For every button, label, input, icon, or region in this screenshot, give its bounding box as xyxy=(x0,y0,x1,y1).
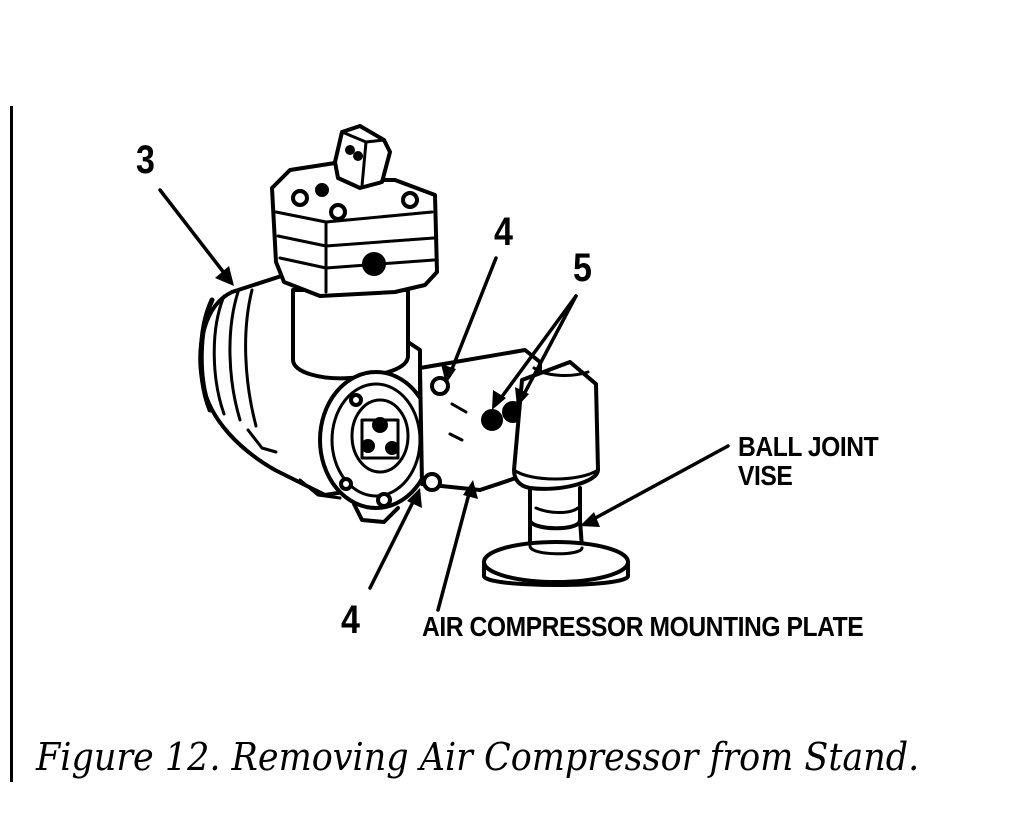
arrowhead-5a xyxy=(492,390,506,410)
ball-joint-vise-label-line2: VISE xyxy=(738,460,793,492)
arrow-heads xyxy=(215,266,600,527)
arrowhead-3 xyxy=(215,266,234,286)
leader-5a xyxy=(496,294,578,404)
leader-vise xyxy=(586,444,730,524)
arrowhead-mounting-plate xyxy=(463,480,478,499)
arrowhead-4-top xyxy=(441,364,456,384)
callout-4-top: 4 xyxy=(494,210,513,254)
cylinder-head xyxy=(270,161,439,298)
ball-joint-vise-label: BALL JOINT VISE xyxy=(738,431,879,492)
ball-joint-vise-label-line1: BALL JOINT xyxy=(738,431,879,462)
arrowhead-4-bottom xyxy=(407,488,422,508)
unloader-valve xyxy=(333,124,392,190)
change-bar xyxy=(10,106,13,782)
leader-5b xyxy=(520,294,578,400)
compressor-neck xyxy=(291,288,410,381)
arrowhead-vise xyxy=(580,512,600,527)
arrowhead-5b xyxy=(515,387,529,407)
leader-4-top xyxy=(448,256,498,376)
compressor-flange xyxy=(318,370,434,524)
leader-mounting-plate xyxy=(436,488,472,612)
leader-4-bottom xyxy=(368,496,417,590)
callout-3: 3 xyxy=(136,138,155,182)
leader-lines xyxy=(158,188,730,612)
callout-4-bottom: 4 xyxy=(341,598,360,642)
figure-caption: Figure 12. Removing Air Compressor from … xyxy=(36,735,920,779)
ball-joint-vise-shape xyxy=(482,360,630,587)
mounting-plate-label: AIR COMPRESSOR MOUNTING PLATE xyxy=(422,611,864,642)
callout-5: 5 xyxy=(573,246,592,290)
leader-3 xyxy=(158,188,230,280)
